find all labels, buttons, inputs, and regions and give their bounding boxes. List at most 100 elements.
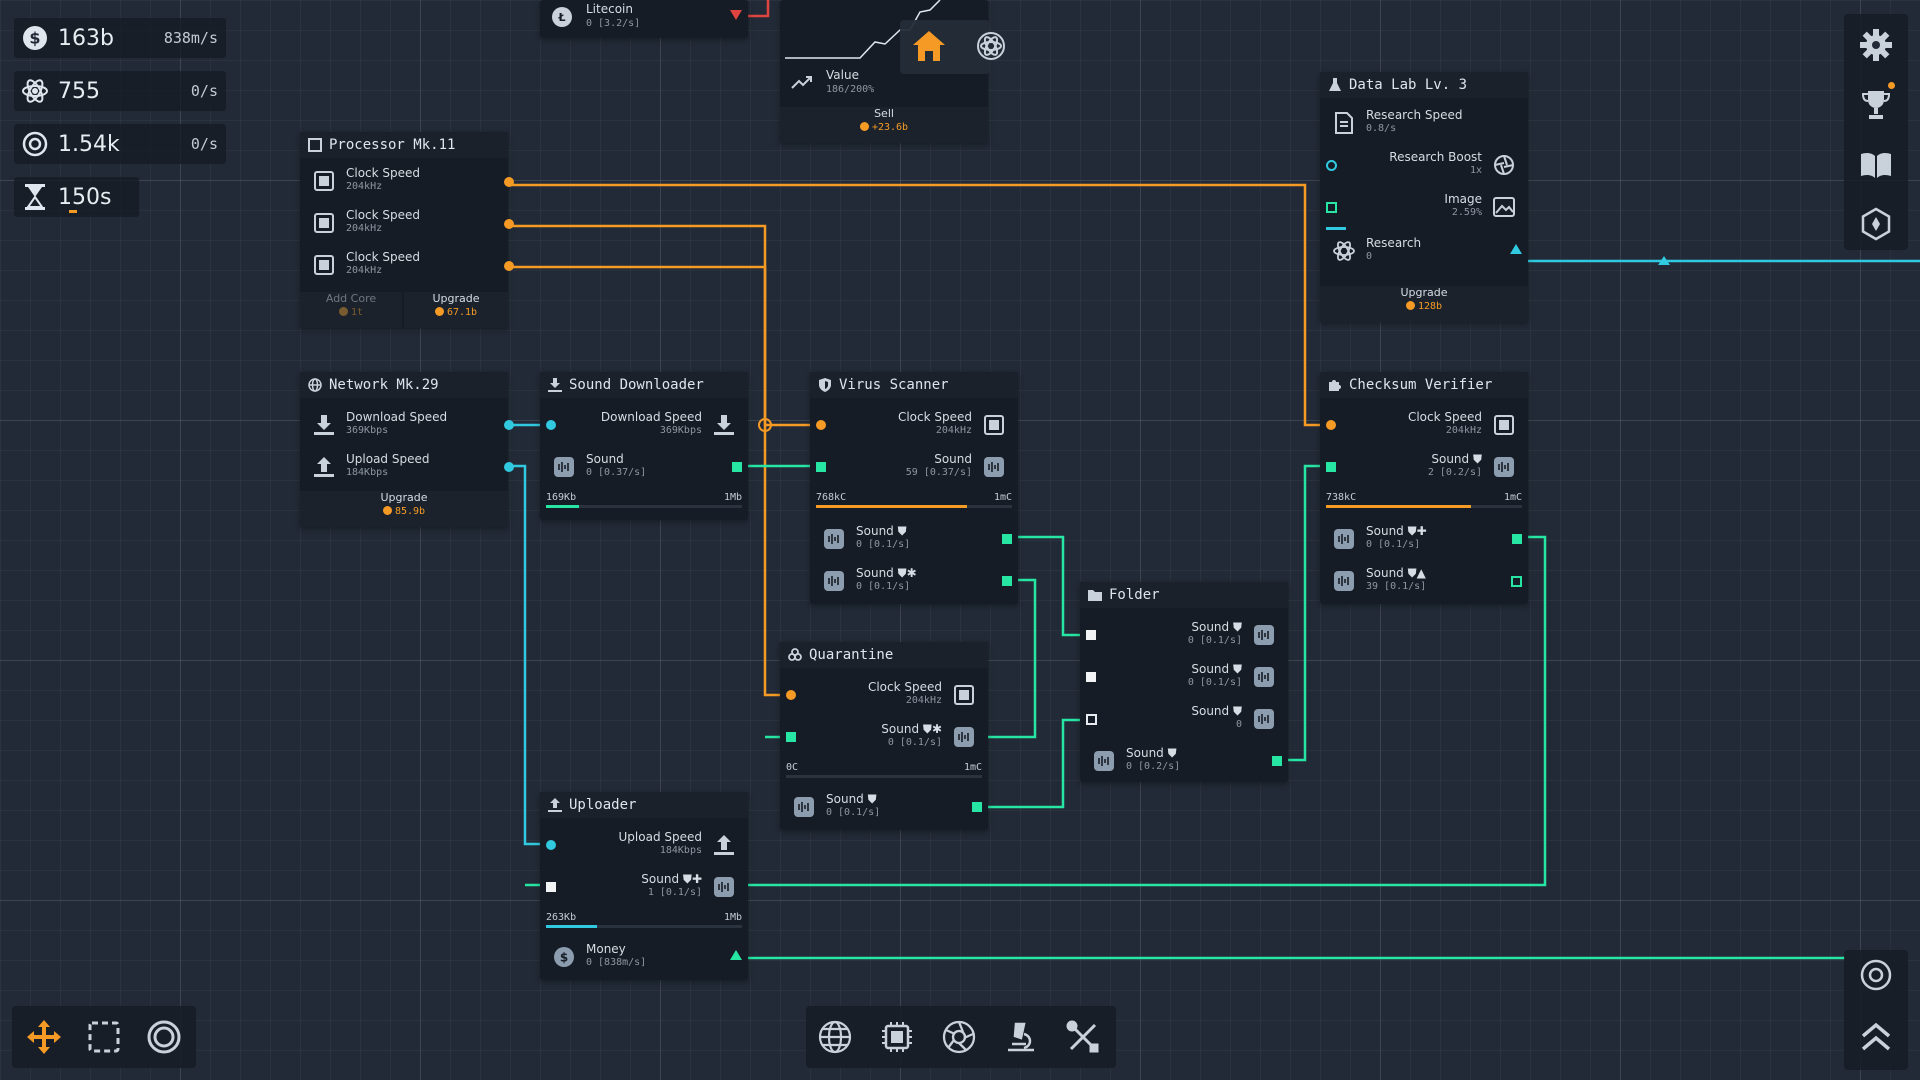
select-tool-button[interactable] — [79, 1012, 129, 1062]
top-quick-buttons — [900, 20, 990, 74]
upload-input-port[interactable] — [546, 840, 556, 850]
recenter-button[interactable] — [1851, 950, 1901, 1000]
sound-input-port[interactable] — [1326, 462, 1336, 472]
timer-progress — [69, 210, 77, 213]
processor-header[interactable]: Processor Mk.11 — [300, 132, 508, 158]
research-boost-label: Research Boost — [1389, 150, 1482, 164]
category-utility-button[interactable] — [1058, 1012, 1108, 1062]
clock-input-port[interactable] — [1326, 420, 1336, 430]
clock-output-port[interactable] — [504, 219, 514, 229]
quarantine-header[interactable]: Quarantine — [780, 642, 988, 668]
checksum-header[interactable]: Checksum Verifier — [1320, 372, 1528, 398]
data-lab-upgrade-button[interactable]: Upgrade 128b — [1320, 286, 1528, 322]
network-header[interactable]: Network Mk.29 — [300, 372, 508, 398]
shield-badge-icon: ⛊ — [867, 792, 877, 806]
sound-output-port[interactable] — [732, 462, 742, 472]
sound-output-port[interactable] — [1511, 576, 1522, 587]
home-button[interactable] — [904, 21, 954, 71]
network-node[interactable]: Network Mk.29 Download Speed 369Kbps Upl… — [300, 372, 514, 527]
dl-speed-row: Research Speed 0.8/s — [1320, 104, 1528, 142]
sound-downloader-header[interactable]: Sound Downloader — [540, 372, 748, 398]
clock-output-port[interactable] — [504, 261, 514, 271]
book-icon — [1861, 152, 1891, 178]
boost-input-port[interactable] — [1326, 160, 1337, 171]
up-progress: 263Kb 1Mb — [540, 910, 748, 928]
sound-output-port[interactable] — [1002, 534, 1012, 544]
achievements-button[interactable] — [1851, 80, 1901, 130]
money-output-port[interactable] — [730, 950, 742, 960]
uploader-node[interactable]: Uploader Upload Speed 184Kbps Sound ⛊✚ 1… — [540, 792, 748, 980]
research-output-port[interactable] — [1510, 244, 1522, 254]
category-network-button[interactable] — [810, 1012, 860, 1062]
sound-value: 59 [0.37/s] — [905, 467, 972, 478]
upload-icon — [548, 798, 562, 812]
litecoin-icon: Ł — [550, 5, 574, 29]
shield-badge-icon: ⛊ — [1407, 524, 1417, 538]
image-input-port[interactable] — [1326, 202, 1337, 213]
sound-input-port[interactable] — [1086, 714, 1097, 725]
settings-button[interactable] — [1851, 20, 1901, 70]
sound-input-port[interactable] — [546, 882, 556, 892]
shield-badge-icon: ⛊ — [897, 566, 907, 580]
guide-button[interactable] — [1851, 140, 1901, 190]
download-speed-value: 369Kbps — [659, 425, 702, 436]
dollar-coin-icon: $ — [552, 945, 576, 969]
processor-node[interactable]: Processor Mk.11 Clock Speed 204kHz Clock… — [300, 132, 514, 328]
clock-output-port[interactable] — [504, 177, 514, 187]
processor-upgrade-button[interactable]: Upgrade 67.1b — [404, 292, 508, 328]
data-lab-header[interactable]: Data Lab Lv. 3 — [1320, 72, 1528, 98]
folder-header[interactable]: Folder — [1080, 582, 1288, 608]
litecoin-sub: 0 [3.2/s] — [586, 18, 641, 29]
sound-downloader-node[interactable]: Sound Downloader Download Speed 369Kbps … — [540, 372, 748, 520]
sound-output-port[interactable] — [1272, 756, 1282, 766]
quarantine-node[interactable]: Quarantine Clock Speed 204kHz Sound ⛊✱ 0… — [780, 642, 988, 830]
upload-output-port[interactable] — [504, 462, 514, 472]
add-core-button[interactable]: Add Core 1t — [300, 292, 402, 328]
category-research-button[interactable] — [996, 1012, 1046, 1062]
processor-core-1: Clock Speed 204kHz — [300, 162, 514, 200]
folder-output: Sound ⛊ 0 [0.2/s] — [1080, 742, 1288, 780]
sound-file-icon — [982, 455, 1006, 479]
folder-node[interactable]: Folder Sound ⛊ 0 [0.1/s] Sound ⛊ 0 [0.1/… — [1080, 582, 1288, 782]
trophy-icon — [1861, 91, 1891, 119]
puzzle-badge-icon: ✚ — [1416, 524, 1427, 538]
sound-input-port[interactable] — [786, 732, 796, 742]
download-icon — [548, 378, 562, 392]
chip-icon — [982, 413, 1006, 437]
checksum-verifier-node[interactable]: Checksum Verifier Clock Speed 204kHz Sou… — [1320, 372, 1528, 604]
sound-input-port[interactable] — [1086, 672, 1096, 682]
clock-input-port[interactable] — [816, 420, 826, 430]
prestige-button[interactable] — [1851, 199, 1901, 249]
up-money-row: $ Money 0 [838m/s] — [540, 938, 748, 976]
network-upgrade-button[interactable]: Upgrade 85.9b — [300, 491, 508, 527]
aperture-icon — [1492, 153, 1516, 177]
sound-input-port[interactable] — [1086, 630, 1096, 640]
vs-sound-row: Sound 59 [0.37/s] — [810, 448, 1018, 486]
category-processing-button[interactable] — [872, 1012, 922, 1062]
circle-tool-button[interactable] — [139, 1012, 189, 1062]
uploader-header[interactable]: Uploader — [540, 792, 748, 818]
virus-scanner-header[interactable]: Virus Scanner — [810, 372, 1018, 398]
data-lab-node[interactable]: Data Lab Lv. 3 Research Speed 0.8/s Rese… — [1320, 72, 1528, 322]
sell-cost: +23.6b — [871, 122, 909, 133]
litecoin-node[interactable]: Ł Litecoin 0 [3.2/s] — [540, 0, 748, 38]
research-tree-button[interactable] — [966, 21, 1016, 71]
biohazard-icon — [788, 648, 802, 662]
sound-output-port[interactable] — [1002, 576, 1012, 586]
virus-scanner-node[interactable]: Virus Scanner Clock Speed 204kHz Sound 5… — [810, 372, 1018, 604]
sell-button[interactable]: Sell +23.6b — [780, 107, 988, 143]
sound-output-port[interactable] — [1512, 534, 1522, 544]
sound-input-port[interactable] — [816, 462, 826, 472]
download-input-port[interactable] — [546, 420, 556, 430]
progress-fill — [816, 505, 967, 508]
sound-value: 39 [0.1/s] — [1366, 581, 1427, 592]
sound-output-port[interactable] — [972, 802, 982, 812]
research-rate: 0/s — [190, 82, 218, 100]
sound-value: 0 [0.1/s] — [1187, 677, 1242, 688]
category-security-button[interactable] — [934, 1012, 984, 1062]
download-output-port[interactable] — [504, 420, 514, 430]
move-tool-button[interactable] — [19, 1012, 69, 1062]
collapse-button[interactable] — [1851, 1012, 1901, 1062]
clock-input-port[interactable] — [786, 690, 796, 700]
folder-input-2: Sound ⛊ 0 [0.1/s] — [1080, 658, 1288, 696]
